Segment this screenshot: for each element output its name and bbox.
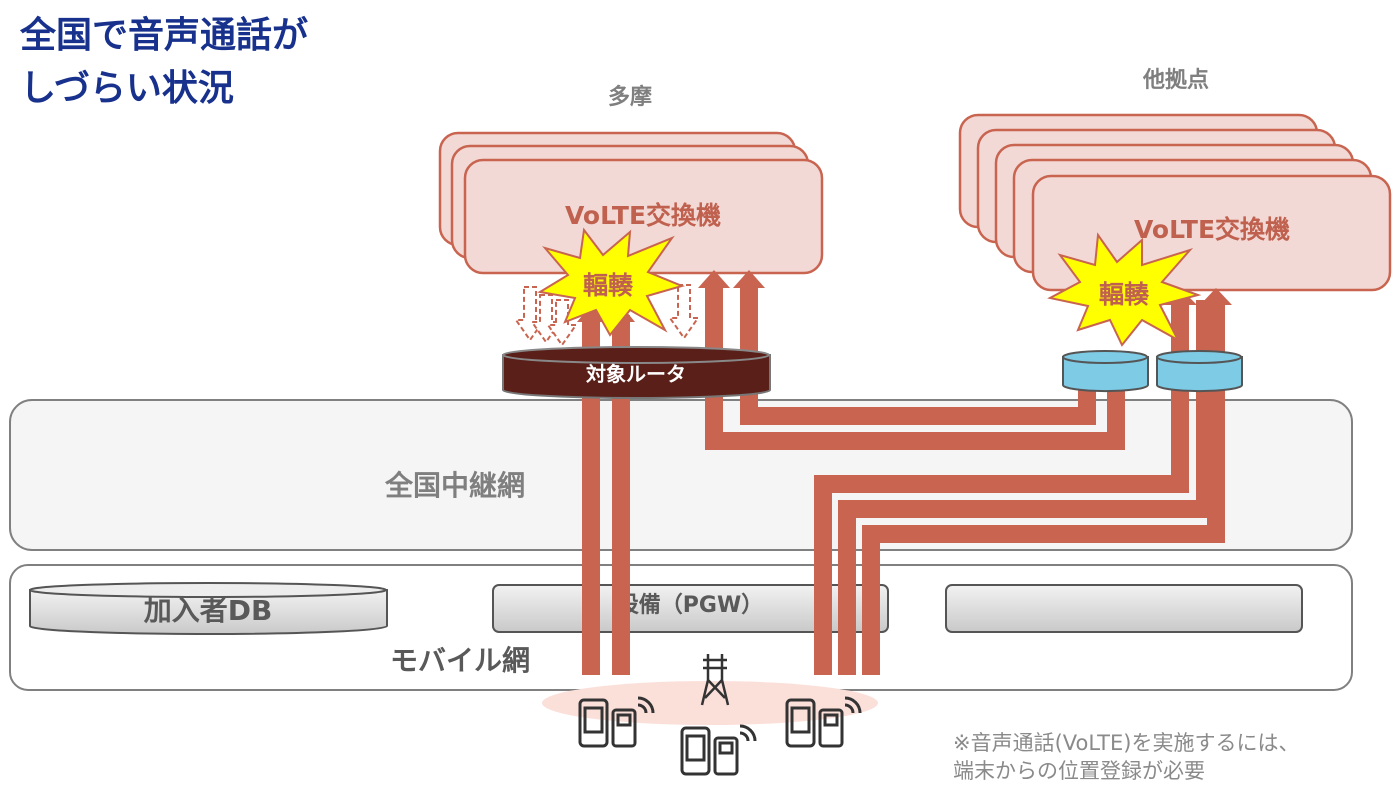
other-exchange-label: VoLTE交換機 bbox=[1134, 215, 1290, 244]
blue-routers bbox=[1062, 350, 1243, 393]
note-line-1: ※音声通話(VoLTE)を実施するには、 bbox=[953, 731, 1299, 755]
title-line-2: しづらい状況 bbox=[20, 68, 234, 109]
failed-downlink-arrows bbox=[514, 284, 700, 347]
phones-icon-left bbox=[578, 696, 655, 748]
national-network-label: 全国中継網 bbox=[384, 469, 525, 502]
tama-exchange-stack bbox=[438, 131, 824, 275]
subscriber-db-label: 加入者DB bbox=[144, 594, 273, 627]
site-label-other: 他拠点 bbox=[1142, 67, 1209, 93]
other-exchange-stack bbox=[958, 113, 1392, 292]
congestion-burst-tama: 輻輳 bbox=[537, 227, 686, 337]
cell-tower-icon bbox=[700, 654, 730, 706]
congestion-burst-other: 輻輳 bbox=[1047, 232, 1202, 347]
target-router: 対象ルータ bbox=[502, 346, 771, 400]
congestion-label-other: 輻輳 bbox=[1099, 280, 1150, 309]
note-line-2: 端末からの位置登録が必要 bbox=[953, 759, 1205, 783]
phones-icon-right bbox=[785, 696, 862, 748]
mobile-network-label: モバイル網 bbox=[390, 644, 530, 677]
radio-coverage-area bbox=[542, 681, 878, 725]
title-line-1: 全国で音声通話が bbox=[19, 14, 308, 56]
congestion-label-tama: 輻輳 bbox=[583, 271, 634, 300]
site-label-tama: 多摩 bbox=[608, 84, 652, 110]
router-label: 対象ルータ bbox=[585, 362, 686, 386]
subscriber-db-cylinder: 加入者DB bbox=[29, 582, 388, 636]
phones-icon-center bbox=[680, 724, 757, 776]
empty-equipment-box bbox=[945, 584, 1303, 633]
pgw-label: 設備（PGW） bbox=[617, 592, 763, 618]
tama-exchange-label: VoLTE交換機 bbox=[565, 201, 721, 230]
